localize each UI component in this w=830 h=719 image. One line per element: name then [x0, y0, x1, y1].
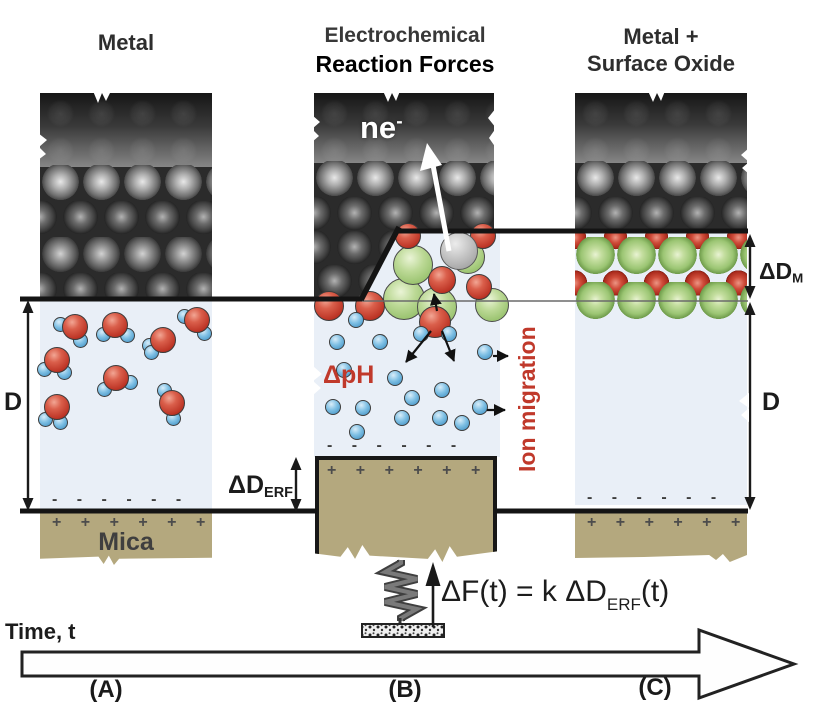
surface-oxide-green-row-2 [575, 282, 747, 324]
gap-distance-label-c: D [762, 388, 781, 416]
plus-charge-row-c: + + + + + + [587, 514, 741, 531]
panel-c-title-line1: Metal + [623, 24, 699, 49]
metal-block-panel-a [40, 93, 212, 301]
metal-block-panel-b [314, 93, 494, 233]
formula-part1: ΔF(t) = k ΔD [441, 575, 607, 608]
water-gap-panel-c [575, 224, 747, 505]
mica-substrate-panel-c [575, 513, 747, 562]
metal-atom-row [40, 201, 212, 237]
delta-ph-label: ΔpH [323, 361, 375, 389]
delta-d-base: ΔD [228, 471, 265, 499]
gap-distance-label-a: D [4, 388, 23, 416]
delta-d-m-subscript: M [792, 270, 804, 286]
formula-part2: (t) [640, 575, 670, 608]
stage-label-c: (C) [638, 674, 672, 701]
cantilever-spring [373, 559, 429, 626]
mica-label: Mica [98, 528, 154, 556]
panel-c-title-line2: Surface Oxide [587, 51, 735, 76]
electron-transfer-label: ne- [360, 110, 403, 146]
minus-charge-row-b: - - - - - - [327, 437, 457, 454]
panel-a-title: Metal [97, 30, 155, 55]
time-axis-label: Time, t [5, 619, 76, 644]
stage-label-a: (A) [89, 676, 123, 703]
force-formula: ΔF(t) = k ΔDERF(t) [441, 575, 669, 615]
spring-ground-anchor [361, 623, 445, 638]
water-gap-panel-a [40, 301, 212, 511]
force-arrow [425, 562, 441, 627]
gap-distance-arrow-a [22, 300, 34, 511]
electron-label-superscript: - [396, 111, 403, 133]
metal-block-panel-c [575, 93, 747, 233]
metal-atom-row [40, 165, 212, 203]
plus-charge-row-a: + + + + + + [52, 514, 206, 531]
metal-bulk-gradient [575, 93, 747, 163]
electron-label-base: ne [360, 110, 397, 145]
mica-substrate-panel-b-raised [315, 456, 497, 562]
mica-substrate-panel-a [40, 513, 212, 565]
metal-atom-row [314, 197, 494, 233]
metal-bulk-gradient [314, 93, 494, 163]
delta-d-base: ΔD [759, 258, 793, 284]
plus-charge-row-b: + + + + + + [327, 462, 481, 479]
stage-label-b: (B) [388, 676, 422, 703]
gap-change-erf-label: ΔDERF [228, 471, 293, 501]
panel-b-title-line2: Reaction Forces [315, 51, 495, 77]
metal-bulk-gradient [40, 93, 212, 167]
formula-erf-subscript: ERF [606, 595, 641, 614]
metal-growth-label: ΔDM [759, 258, 803, 286]
metal-atom-row [40, 273, 212, 301]
minus-charge-row-c: - - - - - - [587, 489, 717, 506]
metal-atom-row [314, 161, 494, 199]
delta-d-erf-subscript: ERF [264, 485, 294, 502]
metal-atom-row [575, 161, 747, 199]
metal-atom-row [575, 197, 747, 233]
panel-b-title-line1: Electrochemical [324, 24, 486, 47]
minus-charge-row-a: - - - - - - [52, 491, 182, 508]
ion-migration-label: Ion migration [514, 326, 540, 472]
metal-atom-row [40, 237, 212, 275]
